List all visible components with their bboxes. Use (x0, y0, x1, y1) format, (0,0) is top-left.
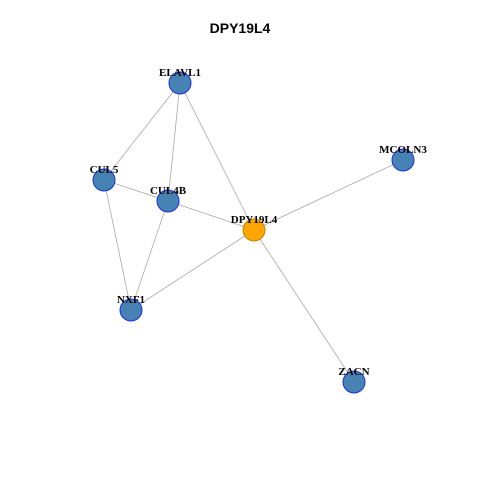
node-circle[interactable] (391, 148, 415, 172)
node-label: DPY19L4 (231, 214, 278, 226)
edge-cul4b-nxf1 (130, 200, 169, 311)
node-dpy19l4[interactable]: DPY19L4 (231, 214, 278, 242)
node-circle[interactable] (168, 71, 192, 95)
node-nxf1[interactable]: NXF1 (117, 294, 145, 322)
node-elavl1[interactable]: ELAVL1 (159, 67, 201, 95)
node-label: MCOLN3 (379, 144, 427, 156)
node-label: NXF1 (117, 294, 145, 306)
node-mcoln3[interactable]: MCOLN3 (379, 144, 427, 172)
edge-dpy19l4-zacn (253, 229, 355, 383)
edge-cul5-nxf1 (103, 179, 132, 311)
node-circle[interactable] (119, 298, 143, 322)
node-label: CUL5 (90, 164, 119, 176)
edge-cul4b-dpy19l4 (167, 200, 255, 231)
edge-dpy19l4-mcoln3 (253, 159, 404, 231)
node-label: ELAVL1 (159, 67, 201, 79)
node-zacn[interactable]: ZACN (338, 366, 370, 394)
node-circle[interactable] (342, 370, 366, 394)
edge-elavl1-cul4b (167, 82, 181, 202)
edge-elavl1-cul5 (103, 82, 181, 181)
node-cul5[interactable]: CUL5 (90, 164, 119, 192)
node-cul4b[interactable]: CUL4B (150, 185, 187, 213)
node-circle[interactable] (242, 218, 266, 242)
node-circle[interactable] (156, 189, 180, 213)
node-circle[interactable] (92, 168, 116, 192)
edge-elavl1-dpy19l4 (179, 82, 255, 231)
node-label: ZACN (338, 366, 369, 378)
graph-title: DPY19L4 (209, 20, 271, 36)
node-label: CUL4B (150, 185, 187, 197)
edge-dpy19l4-nxf1 (130, 229, 255, 311)
